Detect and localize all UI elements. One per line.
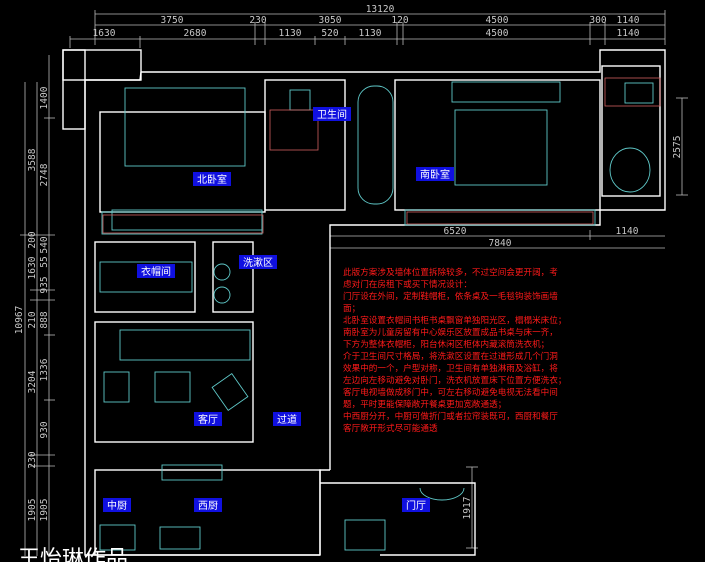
dim-label: 540 xyxy=(39,236,50,253)
dimension-lines xyxy=(20,10,688,556)
room-labels: 北卧室 卫生间 南卧室 衣帽间 洗漱区 客厅 过道 中厨 西厨 门厅 xyxy=(103,107,454,512)
room-label-north-bedroom: 北卧室 xyxy=(197,173,227,186)
dim-label: 3050 xyxy=(319,15,342,26)
dim-label: 1140 xyxy=(616,226,639,237)
dim-label: 2680 xyxy=(184,28,207,39)
dim-label: 1905 xyxy=(27,499,38,522)
dim-left-row1: 3588 200 1630 210 3204 230 1905 xyxy=(27,148,38,521)
dim-top-total: 13120 xyxy=(366,4,395,15)
dim-foyer: 1917 xyxy=(462,497,473,520)
walls xyxy=(62,49,666,556)
dim-label: 520 xyxy=(321,28,338,39)
dim-label: 888 xyxy=(39,311,50,328)
dim-left-total: 10967 xyxy=(14,306,25,335)
dim-label: 1130 xyxy=(279,28,302,39)
note-line: 客厅敞开形式尽可能通透 xyxy=(343,422,438,434)
note-line: 虑对门在房租下或买下情况设计： xyxy=(343,278,472,290)
dim-label: 120 xyxy=(391,15,408,26)
note-line: 中西厨分开，中厨可做折门或者拉帘装既可，西厨和餐厅 xyxy=(343,410,558,422)
dim-left-row2: 1400 2748 540 55 935 888 1336 930 1905 xyxy=(39,86,50,521)
dim-label: 1400 xyxy=(39,86,50,109)
room-label-wash-area: 洗漱区 xyxy=(243,257,273,269)
note-line: 门厅设在外间，定制鞋帽柜，依条桌及一毛毯钩装饰画墙 xyxy=(343,290,558,302)
room-label-south-bedroom: 南卧室 xyxy=(420,168,450,181)
dim-label: 1336 xyxy=(39,358,50,381)
note-line: 下方为整体衣帽柜，阳台休闲区柜体内藏滚筒洗衣机； xyxy=(343,338,549,350)
design-notes: 此版方案涉及墙体位置拆除较多，不过空间会更开阔，考 虑对门在房租下或买下情况设计… xyxy=(343,266,566,434)
dim-label: 300 xyxy=(589,15,606,26)
dim-label: 2748 xyxy=(39,163,50,186)
room-label-living-room: 客厅 xyxy=(198,413,218,426)
note-line: 面； xyxy=(343,303,360,314)
watermark: 王怡琳作品 xyxy=(18,547,128,562)
note-line: 北卧室设置衣帽间书柜书桌飘窗单独阳光区，榻榻米床位； xyxy=(343,314,566,326)
dim-label: 1905 xyxy=(39,499,50,522)
dim-label: 3750 xyxy=(161,15,184,26)
note-line: 题，平时更能保障敞开餐桌更加宽敞通透； xyxy=(343,398,506,410)
dim-top-row2: 1630 2680 1130 520 1130 4500 1140 xyxy=(93,28,640,39)
dim-label: 930 xyxy=(39,421,50,438)
room-label-bathroom: 卫生间 xyxy=(317,108,347,121)
note-line: 南卧室为儿童房留有中心娱乐区放置成品书桌与床一齐， xyxy=(343,326,558,338)
dim-label: 935 xyxy=(39,276,50,293)
room-label-chinese-kitchen: 中厨 xyxy=(107,499,127,512)
room-label-foyer: 门厅 xyxy=(406,499,426,512)
dim-top-row1: 3750 230 3050 120 4500 300 1140 xyxy=(161,15,640,26)
dim-label: 3204 xyxy=(27,370,38,393)
note-line: 此版方案涉及墙体位置拆除较多，不过空间会更开阔，考 xyxy=(343,266,558,278)
dim-label: 55 xyxy=(39,256,50,267)
note-line: 介于卫生间尺寸格局，将洗漱区设置在过道形成几个门洞 xyxy=(343,350,558,362)
furniture xyxy=(99,81,654,551)
room-label-cloakroom: 衣帽间 xyxy=(141,265,171,278)
cabinet-outlines xyxy=(102,77,661,234)
room-label-western-kitchen: 西厨 xyxy=(198,500,218,512)
dim-label: 230 xyxy=(27,451,38,468)
dim-label: 1630 xyxy=(27,256,38,279)
dim-label: 230 xyxy=(249,15,266,26)
dim-label: 4500 xyxy=(486,28,509,39)
dim-label: 6520 xyxy=(444,226,467,237)
dim-label: 4500 xyxy=(486,15,509,26)
dim-label: 3588 xyxy=(27,148,38,171)
dim-label: 1130 xyxy=(359,28,382,39)
dim-label: 1140 xyxy=(617,15,640,26)
room-label-corridor: 过道 xyxy=(277,413,297,426)
dim-mid-total: 7840 xyxy=(489,238,512,249)
dim-label: 200 xyxy=(27,231,38,248)
dim-right-balcony: 2575 xyxy=(672,136,683,159)
dim-label: 210 xyxy=(27,311,38,328)
note-line: 效果中的一个，户型对称，卫生间有单独淋雨及浴缸，将 xyxy=(343,362,558,374)
dim-label: 1630 xyxy=(93,28,116,39)
dim-label: 1140 xyxy=(617,28,640,39)
note-line: 左边向左移动避免对卧门，洗衣机放置床下位置方便洗衣； xyxy=(343,374,566,386)
note-line: 客厅电视墙做成移门中，可左右移动避免电视无法看中间 xyxy=(343,386,558,398)
